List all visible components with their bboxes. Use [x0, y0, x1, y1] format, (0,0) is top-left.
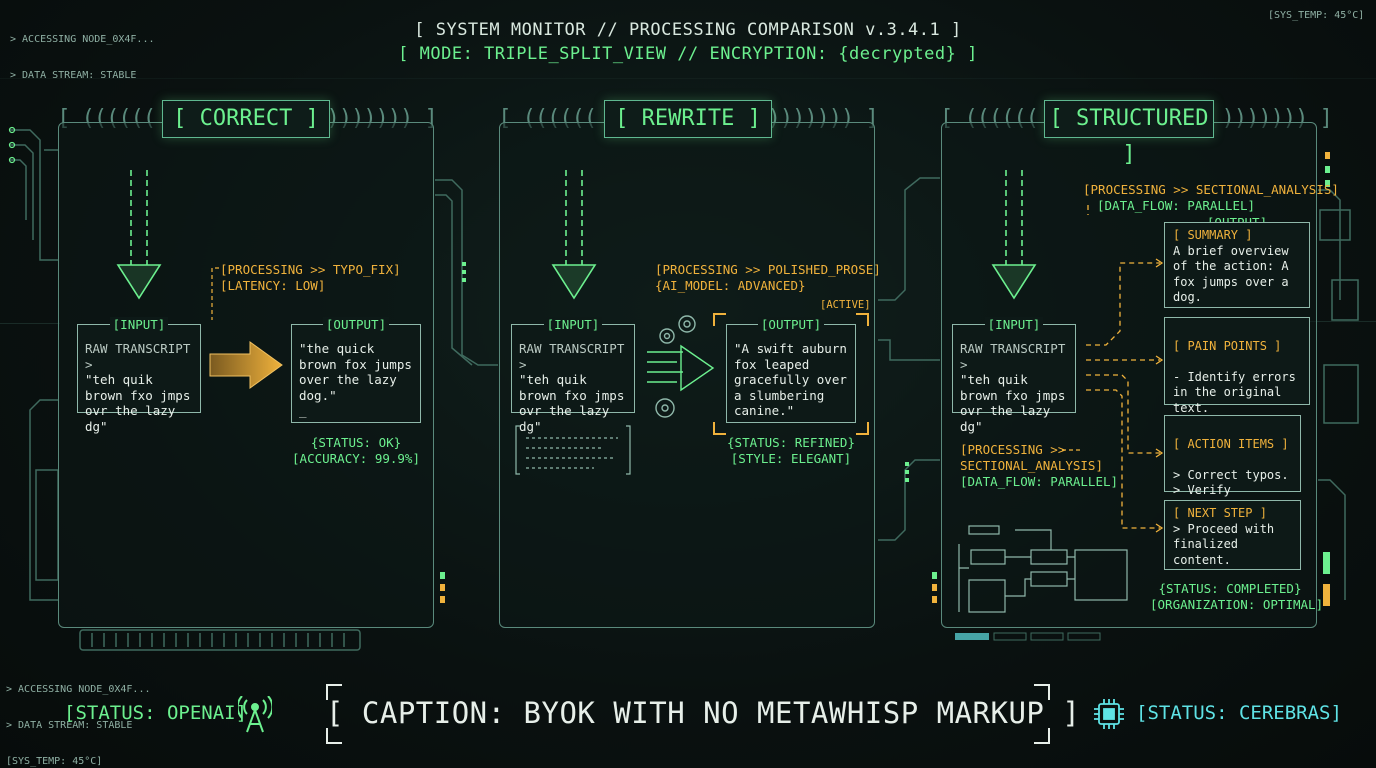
status-led — [932, 584, 937, 591]
processing-label: [PROCESSING >> — [960, 442, 1066, 457]
corner-bracket — [326, 728, 342, 744]
status-openai: [STATUS: OPENAI] — [64, 702, 248, 724]
log-line: > DATA STREAM: STABLE — [6, 720, 133, 731]
panel-title-structured: [ STRUCTURED ] — [1044, 100, 1214, 167]
panel-title-correct: [ CORRECT ] — [162, 100, 330, 138]
corner-bracket — [1034, 728, 1050, 744]
log-top-left: > ACCESSING NODE_0X4F... > DATA STREAM: … — [10, 10, 155, 94]
input-box: [INPUT] RAW TRANSCRIPT > "teh quik brown… — [952, 317, 1076, 434]
output-text: "A swift auburn fox leaped gracefully ov… — [734, 341, 847, 418]
flowchart-decoration — [958, 525, 1128, 613]
output-box: [OUTPUT] "the quick brown fox jumps over… — [291, 317, 421, 423]
section-body: > Proceed with finalized content. — [1173, 521, 1275, 567]
status-led — [440, 596, 445, 603]
output-text: "the quick brown fox jumps over the lazy… — [299, 341, 412, 403]
input-text: "teh quik brown fxo jmps ovr the lazy dg… — [960, 372, 1066, 434]
status-led — [440, 572, 445, 579]
scanline — [0, 78, 1376, 79]
page-title: [ SYSTEM MONITOR // PROCESSING COMPARISO… — [414, 20, 962, 40]
input-text: "teh quik brown fxo jmps ovr the lazy dg… — [85, 372, 191, 434]
down-arrow-icon — [551, 170, 597, 300]
chip-icon — [1094, 699, 1124, 729]
section-action-items: [ ACTION ITEMS ] > Correct typos. > Veri… — [1164, 415, 1301, 528]
log-line: > ACCESSING NODE_0X4F... — [6, 684, 151, 695]
status-label: {STATUS: COMPLETED} — [1158, 581, 1302, 596]
latency-label: [LATENCY: LOW] — [220, 278, 326, 293]
output-label: [OUTPUT] — [757, 317, 825, 332]
right-arrow-icon — [209, 341, 283, 389]
input-label: [INPUT] — [984, 317, 1044, 332]
connector-line — [1062, 449, 1082, 451]
input-label: [INPUT] — [543, 317, 603, 332]
status-led — [1325, 180, 1330, 187]
section-head: [ ACTION ITEMS ] — [1173, 436, 1289, 451]
accuracy-label: [ACCURACY: 99.9%] — [292, 451, 420, 466]
log-bottom-left: > ACCESSING NODE_0X4F... > DATA STREAM: … — [6, 660, 151, 768]
status-cerebras: [STATUS: CEREBRAS] — [1136, 702, 1342, 724]
branch-connectors — [1086, 205, 1164, 533]
antenna-icon — [238, 696, 272, 733]
data-readout-decoration — [515, 425, 631, 475]
output-label: [OUTPUT] — [322, 317, 390, 332]
panel-title-rewrite: [ REWRITE ] — [604, 100, 772, 138]
active-frame — [713, 313, 869, 435]
status-led — [1325, 152, 1330, 159]
scanline — [0, 323, 60, 324]
input-head: RAW TRANSCRIPT > — [519, 341, 625, 372]
log-line: > ACCESSING NODE_0X4F... — [10, 34, 155, 45]
input-label: [INPUT] — [109, 317, 169, 332]
input-box: [INPUT] RAW TRANSCRIPT > "teh quik brown… — [77, 317, 201, 434]
section-head: [ NEXT STEP ] — [1173, 506, 1267, 520]
input-box: [INPUT] RAW TRANSCRIPT > "teh quik brown… — [511, 317, 635, 434]
status-led — [932, 572, 937, 579]
status-led — [440, 584, 445, 591]
status-led — [1323, 584, 1330, 606]
processing-label: SECTIONAL_ANALYSIS] — [960, 458, 1103, 473]
log-line: [SYS_TEMP: 45°C] — [6, 756, 103, 767]
style-label: [STYLE: ELEGANT] — [730, 451, 852, 466]
log-top-right: [SYS_TEMP: 45°C] — [1268, 10, 1365, 21]
processing-label: [PROCESSING >> TYPO_FIX] — [220, 262, 401, 277]
status-led — [1325, 166, 1330, 173]
status-led — [1323, 552, 1330, 574]
caption-frame: [ CAPTION: BYOK WITH NO METAWHISP MARKUP… — [326, 684, 1081, 744]
gear-icon — [647, 315, 715, 418]
status-led — [932, 596, 937, 603]
active-badge: [ACTIVE] — [820, 299, 871, 311]
processing-label: [PROCESSING >> SECTIONAL_ANALYSIS] — [1083, 182, 1339, 197]
connector-line — [211, 267, 219, 320]
down-arrow-icon — [991, 170, 1037, 300]
processing-label: [PROCESSING >> POLISHED_PROSE] — [655, 262, 881, 277]
input-text: "teh quik brown fxo jmps ovr the lazy dg… — [519, 372, 625, 434]
input-head: RAW TRANSCRIPT > — [85, 341, 191, 372]
corner-bracket — [1034, 684, 1050, 700]
section-head: [ PAIN POINTS ] — [1173, 338, 1282, 353]
caption-text: [ CAPTION: BYOK WITH NO METAWHISP MARKUP… — [326, 696, 1081, 730]
log-line: > DATA STREAM: STABLE — [10, 70, 137, 81]
section-next-step: [ NEXT STEP ] > Proceed with finalized c… — [1164, 500, 1301, 570]
scanline — [1310, 321, 1376, 322]
section-head: [ SUMMARY ] — [1173, 228, 1253, 242]
flow-label: [DATA_FLOW: PARALLEL] — [1097, 198, 1256, 213]
status-label: {STATUS: OK} — [310, 435, 402, 450]
section-body: A brief overview of the action: A fox ju… — [1173, 243, 1289, 305]
flow-label: [DATA_FLOW: PARALLEL] — [960, 474, 1119, 489]
corner-bracket — [326, 684, 342, 700]
mode-line: [ MODE: TRIPLE_SPLIT_VIEW // ENCRYPTION:… — [398, 44, 978, 64]
output-box: [OUTPUT] "A swift auburn fox leaped grac… — [726, 317, 856, 423]
model-label: {AI_MODEL: ADVANCED} — [655, 278, 806, 293]
section-summary: [ SUMMARY ] A brief overview of the acti… — [1164, 222, 1310, 308]
organization-label: [ORGANIZATION: OPTIMAL] — [1150, 597, 1324, 612]
input-head: RAW TRANSCRIPT > — [960, 341, 1066, 372]
status-label: {STATUS: REFINED} — [727, 435, 855, 450]
section-pain-points: [ PAIN POINTS ] - Identify errors in the… — [1164, 317, 1310, 446]
text-cursor: _ — [299, 403, 307, 418]
down-arrow-icon — [116, 170, 162, 300]
